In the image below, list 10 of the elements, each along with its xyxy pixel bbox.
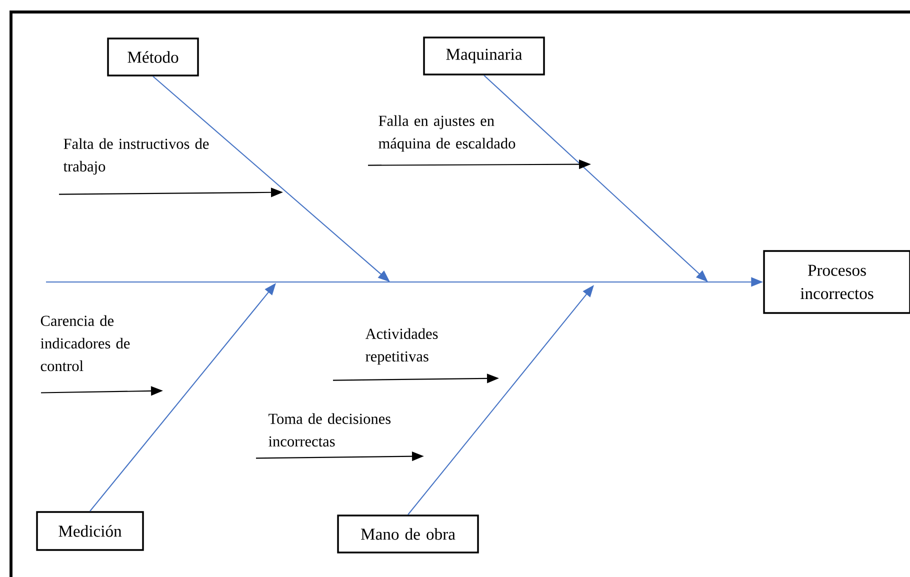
cause-text: Falta de instructivos de trabajo — [63, 138, 209, 175]
cause-text: Actividades repetitivas — [365, 328, 438, 365]
cause-text: Falla en ajustes en máquina de escaldado — [378, 115, 516, 152]
category-box: Mano de obra — [337, 514, 479, 554]
category-box: Maquinaria — [423, 36, 545, 76]
cause-text: Carencia de indicadores de control — [40, 315, 130, 372]
effect-box: Procesos incorrectos — [763, 250, 910, 314]
category-box: Medición — [36, 511, 144, 551]
category-box: Método — [107, 38, 199, 76]
cause-text: Toma de decisiones incorrectas — [268, 413, 391, 447]
